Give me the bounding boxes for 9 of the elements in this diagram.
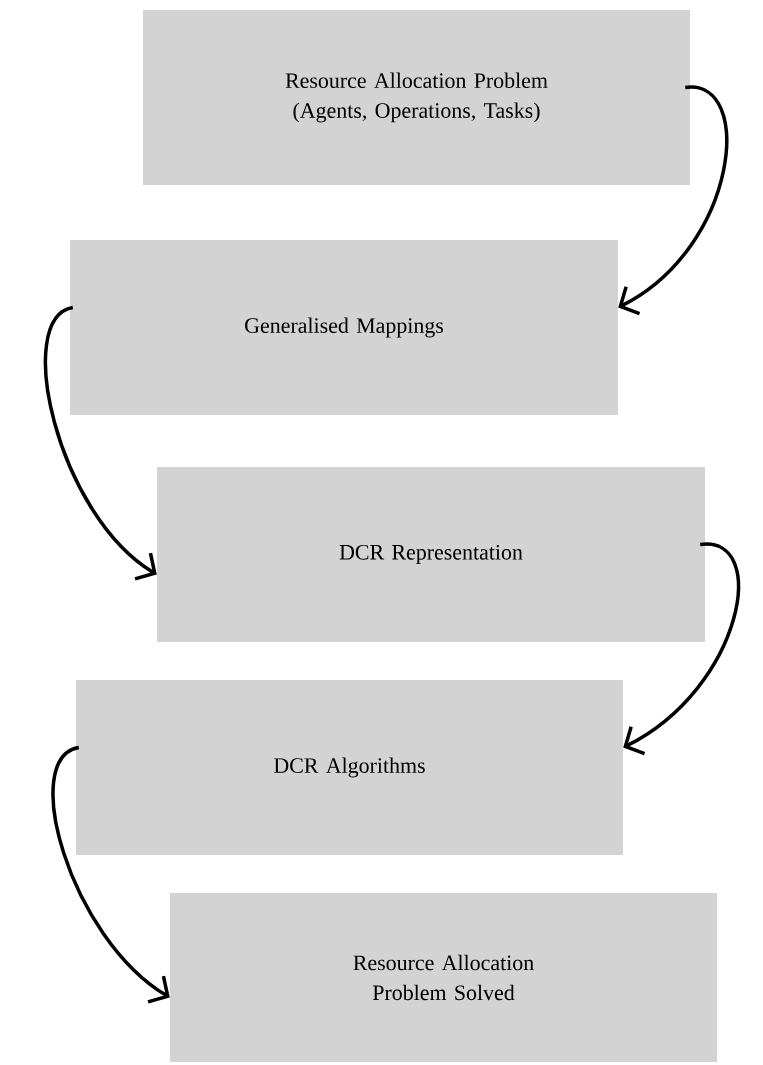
process-box: Generalised Mappings xyxy=(70,240,618,415)
curved-arrow xyxy=(43,305,157,581)
process-box: Resource Allocation Problem Solved xyxy=(170,893,717,1062)
curved-arrow xyxy=(618,85,729,316)
process-box: DCR Algorithms xyxy=(76,680,623,855)
process-box: DCR Representation xyxy=(157,467,705,642)
curved-arrow xyxy=(623,542,740,756)
curved-arrow xyxy=(51,745,170,1004)
process-box: Resource Allocation Problem (Agents, Operations, Tasks) xyxy=(143,10,690,185)
